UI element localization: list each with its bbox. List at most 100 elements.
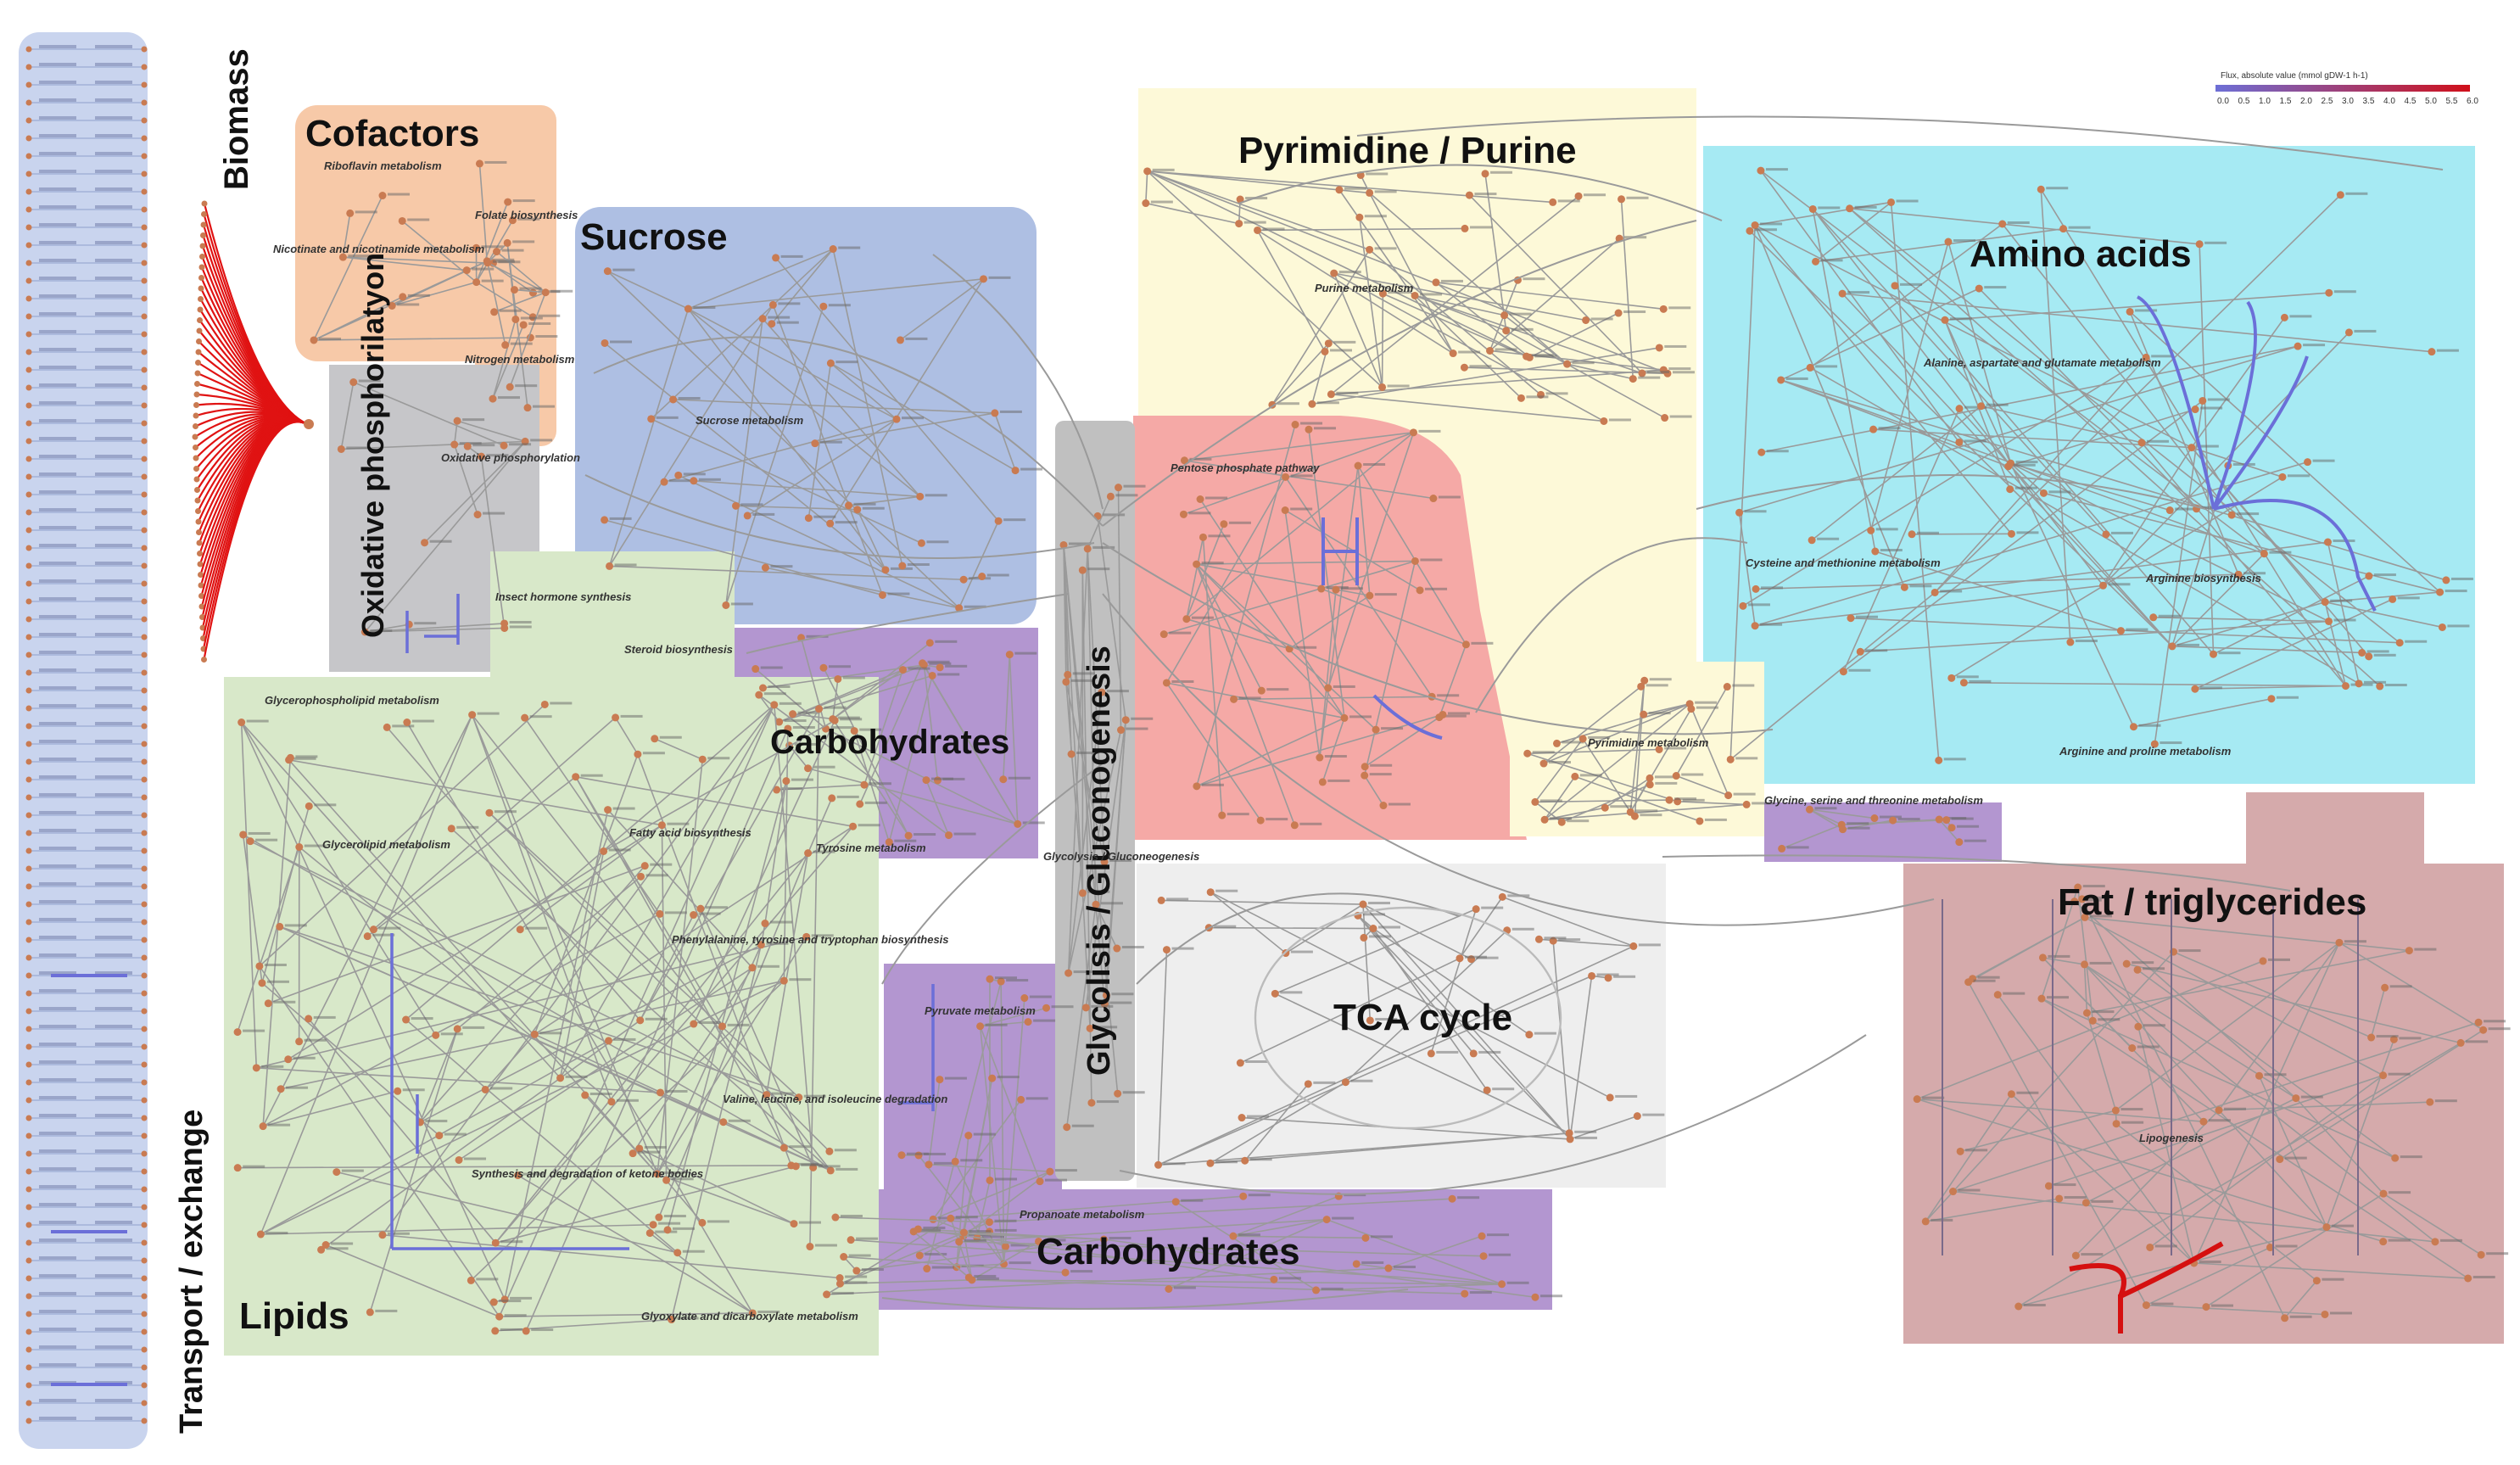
pathway-label: Valine, leucine, and isoleucine degradat… xyxy=(723,1093,947,1105)
reaction-label-mark xyxy=(1474,193,1497,196)
metabolite-node xyxy=(852,1266,861,1275)
metabolite-node xyxy=(840,1253,848,1261)
reaction-edge xyxy=(559,704,775,1079)
reaction-edge xyxy=(1754,224,2013,534)
flux-value-mark xyxy=(95,348,132,351)
metabolite-node xyxy=(663,1226,672,1234)
metabolite-node xyxy=(2044,1182,2053,1190)
reaction-id-mark xyxy=(39,134,76,137)
reaction-label-mark xyxy=(1316,401,1339,405)
metabolite-node xyxy=(1469,1049,1478,1058)
reaction-label-mark xyxy=(1071,1124,1094,1127)
reaction-label-mark xyxy=(490,1087,513,1090)
reaction-label-mark xyxy=(835,361,858,364)
metabolite-node xyxy=(1998,220,2007,228)
metabolite-node xyxy=(1360,933,1368,942)
reaction-edge xyxy=(1544,703,1690,820)
reaction-label-mark xyxy=(2218,651,2241,655)
metabolite-node xyxy=(1838,289,1847,298)
metabolite-node xyxy=(768,300,777,309)
metabolite-node xyxy=(500,441,508,450)
reaction-edge xyxy=(1978,288,2198,510)
reaction-label-mark xyxy=(2046,996,2069,999)
reaction-label-mark xyxy=(667,822,690,825)
reaction-edge xyxy=(678,474,960,609)
reaction-edge xyxy=(1196,424,1296,787)
reaction-label-mark xyxy=(616,1099,639,1102)
metabolite-node xyxy=(1193,782,1201,791)
metabolite-node xyxy=(2292,1094,2300,1103)
reaction-edge xyxy=(458,967,753,1161)
metabolite-node xyxy=(141,384,148,391)
flux-value-mark xyxy=(95,1274,132,1278)
reaction-label-mark xyxy=(864,801,887,804)
reaction-label-mark xyxy=(313,1015,336,1019)
reaction-edge xyxy=(765,567,959,609)
pathway-label: Pyruvate metabolism xyxy=(925,1004,1036,1017)
metabolite-node xyxy=(1461,224,1469,232)
reaction-label-mark xyxy=(1262,227,1285,231)
reaction-label-mark xyxy=(1539,799,1562,802)
metabolite-node xyxy=(141,313,148,320)
metabolite-node xyxy=(1230,695,1238,703)
reaction-edge xyxy=(1274,908,1477,995)
reaction-edge xyxy=(1916,1098,2383,1243)
reaction-label-mark xyxy=(1440,279,1463,282)
reaction-id-mark xyxy=(39,383,76,387)
legend-tick-label: 1.5 xyxy=(2280,97,2292,106)
reaction-label-mark xyxy=(517,217,540,221)
metabolite-node xyxy=(1456,954,1464,963)
reaction-label-mark xyxy=(1152,168,1175,171)
legend-tick-label: 2.0 xyxy=(2300,97,2312,106)
metabolite-node xyxy=(1498,1280,1506,1289)
metabolite-node xyxy=(2111,1106,2120,1115)
metabolite-node xyxy=(1270,1275,1278,1283)
metabolite-node xyxy=(1092,900,1100,909)
reaction-id-mark xyxy=(39,953,76,957)
metabolite-node xyxy=(1646,774,1654,782)
reaction-edge xyxy=(1067,692,1103,974)
reaction-edge xyxy=(2075,1110,2220,1256)
reaction-label-mark xyxy=(355,210,377,214)
reaction-label-mark xyxy=(1025,1097,1048,1100)
metabolite-node xyxy=(1087,1099,1096,1107)
pathway-label: Sucrose metabolism xyxy=(696,414,804,427)
reaction-label-mark xyxy=(2016,1091,2039,1094)
metabolite-node xyxy=(141,598,148,605)
reaction-label-mark xyxy=(255,838,278,842)
metabolite-node xyxy=(748,1309,757,1317)
metabolite-node xyxy=(779,976,788,985)
reaction-edge xyxy=(262,1090,398,1127)
reaction-edge xyxy=(1677,801,1747,806)
metabolite-node xyxy=(2304,458,2312,467)
reaction-edge xyxy=(1860,620,2329,653)
metabolite-node xyxy=(1523,352,1531,361)
reaction-label-mark xyxy=(1181,1199,1204,1202)
transport-reactions xyxy=(25,45,148,1424)
reaction-label-mark xyxy=(1956,675,1979,679)
metabolite-node xyxy=(198,572,204,578)
metabolite-node xyxy=(2137,439,2146,447)
metabolite-node xyxy=(201,200,208,207)
metabolite-node xyxy=(985,1218,993,1227)
reaction-label-mark xyxy=(1126,727,1148,730)
pathway-label: Alanine, aspartate and glutamate metabol… xyxy=(1923,356,2161,369)
reaction-id-mark xyxy=(39,900,76,903)
reaction-edge xyxy=(1369,192,1568,365)
metabolite-node xyxy=(501,341,510,349)
metabolite-node xyxy=(768,320,776,328)
reaction-label-mark xyxy=(2322,1278,2344,1281)
metabolite-node xyxy=(1574,192,1583,200)
reaction-edge xyxy=(2141,442,2347,687)
metabolite-node xyxy=(629,1149,637,1158)
metabolite-node xyxy=(757,941,765,949)
metabolite-node xyxy=(141,1222,148,1228)
reaction-label-mark xyxy=(1208,534,1231,538)
pathway-labels: Riboflavin metabolism Folate biosynthesi… xyxy=(265,159,2261,1322)
metabolite-node xyxy=(635,1144,644,1153)
reaction-label-mark xyxy=(1201,562,1224,565)
reaction-label-mark xyxy=(1668,367,1691,371)
metabolite-node xyxy=(1165,1284,1173,1293)
reaction-edge xyxy=(1196,713,1444,787)
metabolite-node xyxy=(696,904,705,913)
